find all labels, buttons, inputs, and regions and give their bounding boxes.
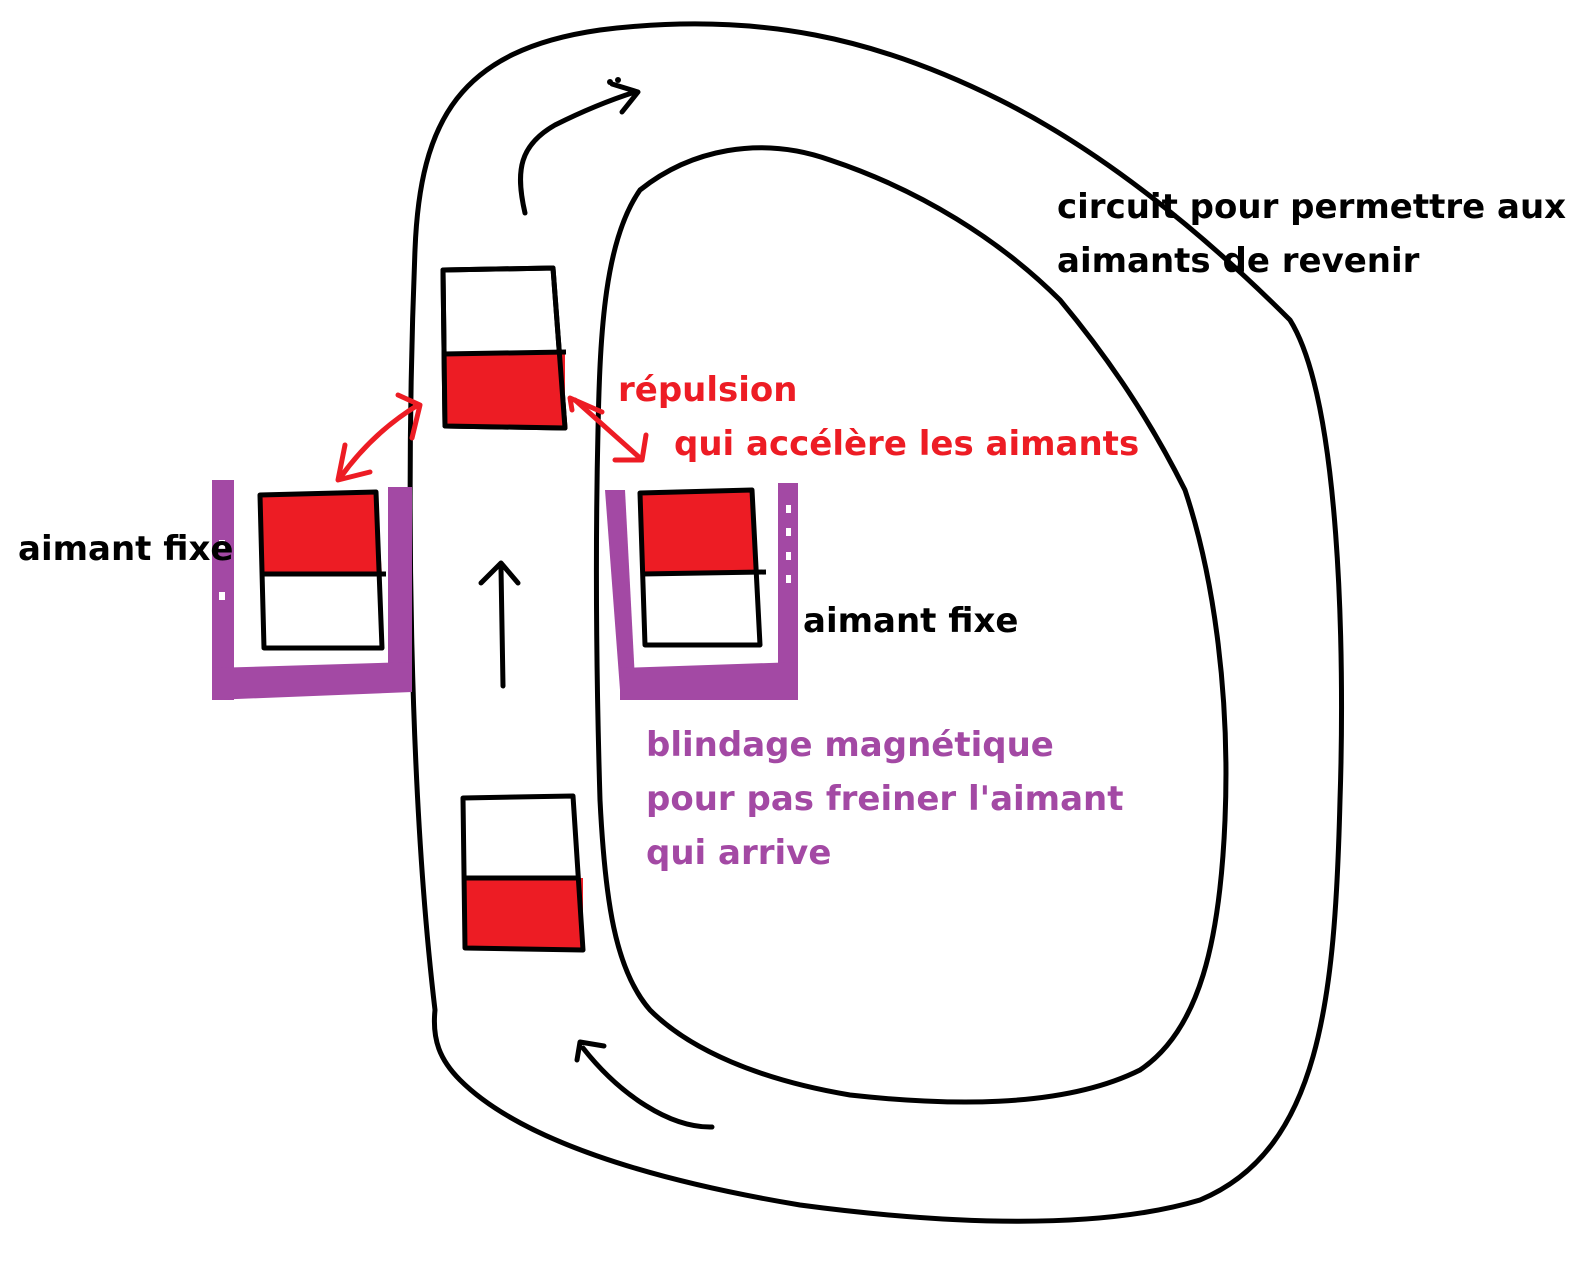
repulsion-arrow-right-icon	[567, 395, 649, 463]
outer-track	[407, 21, 1345, 1224]
shield-label-line2: pour pas freiner l'aimant	[646, 779, 1124, 819]
fixed-magnet-left-label: aimant fixe	[18, 529, 233, 569]
magnetic-shield-right	[605, 483, 798, 700]
flow-arrow-bottom-icon	[574, 1039, 715, 1130]
repulsion-label: répulsion	[618, 370, 797, 410]
flow-arrow-top-icon	[517, 77, 641, 216]
shield-label-line1: blindage magnétique	[646, 725, 1054, 765]
acceleration-label: qui accélère les aimants	[674, 424, 1139, 464]
moving-magnet-bottom	[460, 793, 586, 953]
magnetic-shield-left	[212, 480, 412, 700]
fixed-magnet-left	[257, 489, 386, 651]
moving-magnet-top	[440, 265, 568, 431]
fixed-magnet-right	[637, 487, 767, 648]
circuit-label-line2: aimants de revenir	[1057, 241, 1420, 281]
up-arrow-icon	[478, 560, 521, 689]
repulsion-arrow-left-icon	[335, 392, 423, 483]
fixed-magnet-right-label: aimant fixe	[803, 601, 1018, 641]
inner-track	[594, 145, 1229, 1105]
circuit-label-line1: circuit pour permettre aux	[1057, 187, 1566, 227]
shield-label-line3: qui arrive	[646, 833, 831, 873]
